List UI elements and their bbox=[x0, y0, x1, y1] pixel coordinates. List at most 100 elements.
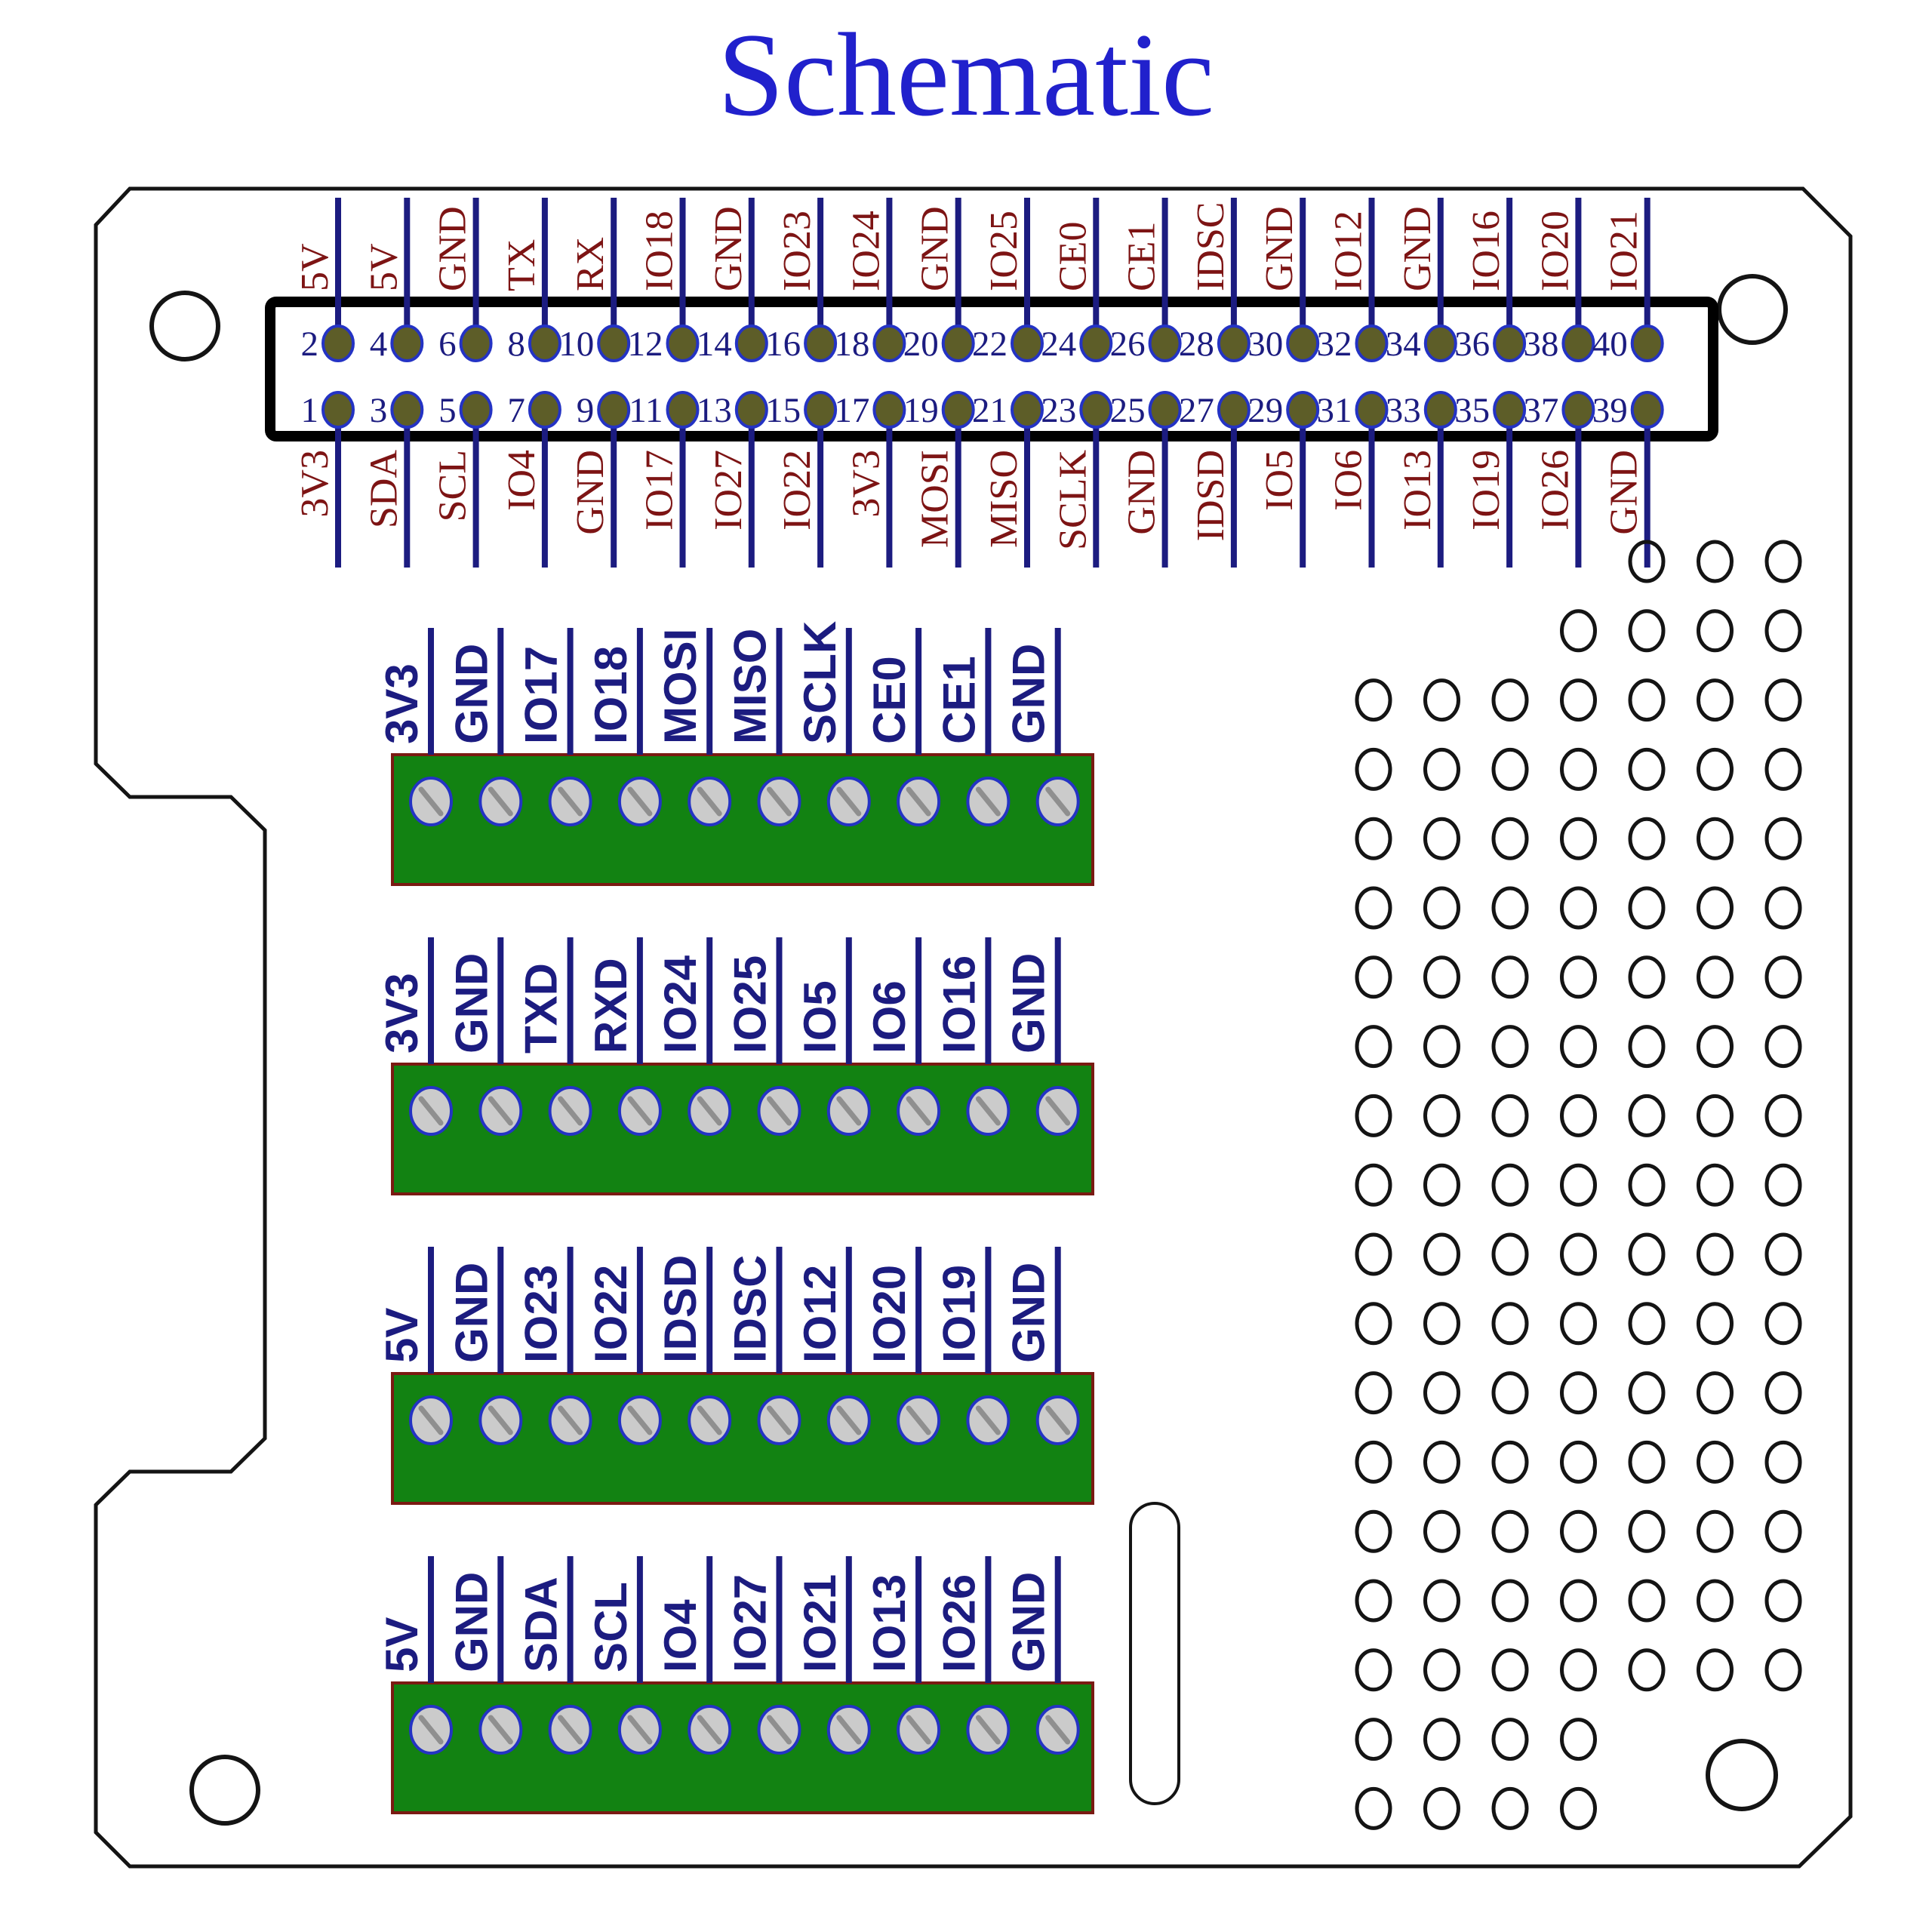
pin-label: 3V3 bbox=[844, 450, 888, 518]
proto-hole bbox=[1423, 886, 1460, 930]
proto-hole bbox=[1628, 817, 1666, 860]
proto-hole bbox=[1355, 955, 1392, 999]
proto-hole bbox=[1764, 817, 1802, 860]
screw-slot bbox=[836, 1405, 862, 1435]
mounting-hole-top-left bbox=[149, 291, 220, 361]
pin-number: 4 bbox=[370, 325, 388, 364]
pin-label: IO23 bbox=[776, 211, 819, 291]
proto-hole bbox=[1697, 747, 1734, 791]
proto-hole bbox=[1560, 1786, 1597, 1830]
terminal-label: IDSC bbox=[725, 1255, 776, 1363]
pin-number: 9 bbox=[577, 391, 595, 430]
proto-hole bbox=[1764, 540, 1802, 583]
pin-label: GND bbox=[569, 450, 612, 535]
proto-hole bbox=[1560, 678, 1597, 722]
pin-pad bbox=[459, 325, 493, 362]
proto-hole bbox=[1491, 1163, 1529, 1207]
pin-label: 5V bbox=[362, 243, 405, 291]
pin-pad bbox=[1286, 391, 1320, 429]
pin-pad bbox=[1148, 325, 1182, 362]
screw-slot bbox=[767, 1715, 792, 1745]
screw-slot bbox=[627, 786, 653, 817]
pin-pad bbox=[1286, 325, 1320, 362]
pin-number: 39 bbox=[1592, 391, 1628, 430]
pin-number: 23 bbox=[1041, 391, 1076, 430]
screw-slot bbox=[1045, 1715, 1071, 1745]
screw-slot bbox=[418, 786, 444, 817]
pin-label: GND bbox=[432, 206, 475, 291]
proto-hole bbox=[1764, 1440, 1802, 1484]
screw-slot bbox=[558, 1715, 583, 1745]
proto-hole bbox=[1697, 817, 1734, 860]
pin-pad bbox=[321, 325, 355, 362]
screw-slot bbox=[836, 1715, 862, 1745]
pin-pad bbox=[1493, 325, 1527, 362]
slot-cutout bbox=[1129, 1502, 1180, 1805]
proto-hole bbox=[1491, 1509, 1529, 1553]
proto-hole bbox=[1764, 1025, 1802, 1069]
pin-pad bbox=[734, 391, 768, 429]
proto-hole bbox=[1491, 1648, 1529, 1692]
screw-slot bbox=[627, 1096, 653, 1126]
pin-number: 40 bbox=[1592, 325, 1628, 364]
mounting-hole-bottom-right bbox=[1706, 1739, 1778, 1811]
proto-hole bbox=[1628, 1371, 1666, 1415]
pin-number: 12 bbox=[628, 325, 663, 364]
pin-label: TX bbox=[500, 239, 543, 291]
proto-hole bbox=[1560, 609, 1597, 653]
proto-hole bbox=[1560, 1232, 1597, 1276]
pin-pad bbox=[390, 391, 424, 429]
pin-pad bbox=[804, 391, 838, 429]
terminal-label: IO6 bbox=[864, 980, 915, 1054]
pin-pad bbox=[1355, 391, 1389, 429]
screw-slot bbox=[488, 786, 513, 817]
proto-hole bbox=[1697, 609, 1734, 653]
proto-hole bbox=[1423, 817, 1460, 860]
proto-hole bbox=[1423, 678, 1460, 722]
proto-hole bbox=[1355, 678, 1392, 722]
proto-hole bbox=[1764, 1163, 1802, 1207]
terminal-label: IO23 bbox=[516, 1265, 567, 1363]
pin-number: 20 bbox=[903, 325, 939, 364]
pin-label: 5V bbox=[294, 243, 337, 291]
screw-slot bbox=[418, 1405, 444, 1435]
proto-hole bbox=[1423, 1509, 1460, 1553]
proto-hole bbox=[1355, 1440, 1392, 1484]
proto-hole bbox=[1491, 817, 1529, 860]
proto-hole bbox=[1355, 817, 1392, 860]
proto-hole bbox=[1491, 678, 1529, 722]
screw-slot bbox=[906, 1405, 931, 1435]
pin-label: IDSC bbox=[1189, 202, 1232, 291]
terminal-label: GND bbox=[446, 1572, 497, 1672]
proto-hole bbox=[1697, 1579, 1734, 1623]
terminal-label: CE0 bbox=[864, 656, 915, 744]
pin-number: 34 bbox=[1386, 325, 1421, 364]
proto-hole bbox=[1423, 1648, 1460, 1692]
screw-slot bbox=[1045, 1405, 1071, 1435]
screw-slot bbox=[975, 1715, 1001, 1745]
proto-hole bbox=[1764, 1579, 1802, 1623]
pin-number: 36 bbox=[1454, 325, 1490, 364]
pin-label: IO19 bbox=[1465, 450, 1508, 531]
terminal-label: IO21 bbox=[795, 1574, 845, 1672]
pin-label: CE0 bbox=[1051, 222, 1094, 291]
proto-hole bbox=[1764, 609, 1802, 653]
pin-number: 17 bbox=[834, 391, 869, 430]
pin-pad bbox=[666, 391, 700, 429]
pin-label: IO13 bbox=[1396, 450, 1439, 531]
screw-slot bbox=[906, 1715, 931, 1745]
proto-hole bbox=[1491, 1440, 1529, 1484]
proto-hole bbox=[1628, 1025, 1666, 1069]
proto-hole bbox=[1423, 1440, 1460, 1484]
proto-hole bbox=[1423, 955, 1460, 999]
